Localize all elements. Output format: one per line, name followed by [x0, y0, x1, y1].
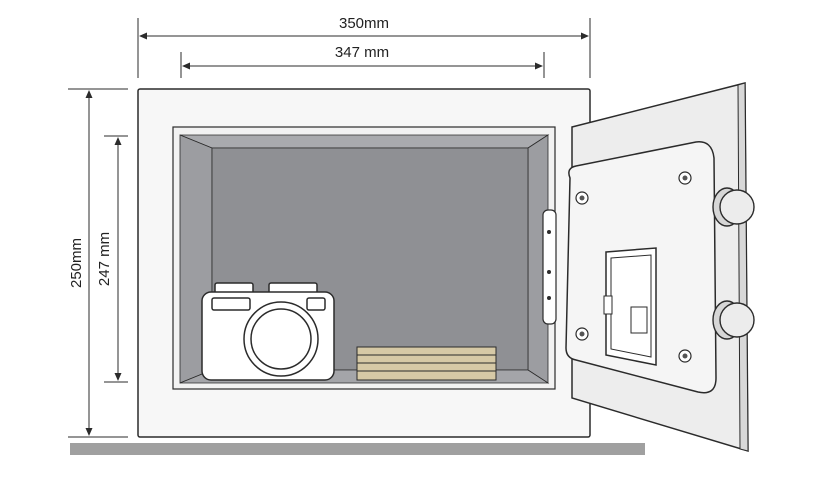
safe-door — [565, 82, 749, 453]
hinge-icon — [542, 209, 557, 325]
floor-base — [70, 443, 645, 455]
dimension-lines — [68, 18, 591, 438]
inner-height-label: 247 mm — [96, 232, 113, 286]
outer-width-label: 350mm — [339, 15, 389, 32]
keypad-icon — [603, 247, 657, 366]
outer-height-label: 250mm — [68, 238, 85, 288]
cash-stack-icon — [356, 346, 497, 381]
handle-knob-icon — [712, 187, 755, 340]
inner-width-label: 347 mm — [335, 44, 389, 61]
camera-icon — [201, 282, 335, 381]
